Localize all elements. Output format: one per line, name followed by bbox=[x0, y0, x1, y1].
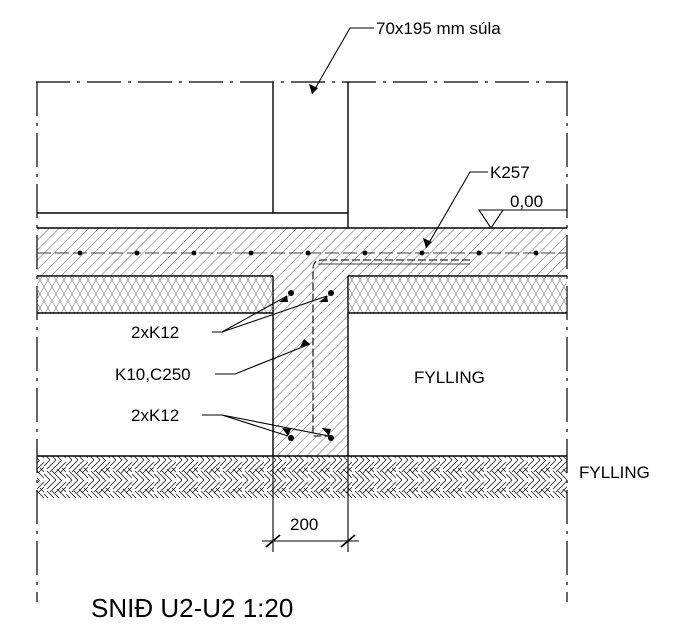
level-label: 0,00 bbox=[510, 192, 543, 211]
ground-hatching bbox=[37, 455, 567, 498]
fill-ground-label: FYLLING bbox=[579, 463, 650, 482]
mesh-reinforcement bbox=[37, 250, 567, 256]
insulation-layer bbox=[37, 276, 567, 314]
wall-post bbox=[272, 82, 349, 228]
section-title: SNIÐ U2-U2 1:20 bbox=[91, 593, 293, 623]
dimension-200 bbox=[262, 456, 359, 552]
concrete-slab bbox=[37, 228, 567, 456]
bottom-bars-label: 2xK12 bbox=[131, 406, 179, 425]
post-label: 70x195 mm súla bbox=[376, 19, 501, 38]
leader-lines bbox=[202, 27, 488, 437]
leader-arrowheads bbox=[279, 84, 432, 436]
beam-rebar bbox=[288, 290, 334, 441]
top-bars-label: 2xK12 bbox=[131, 323, 179, 342]
level-marker bbox=[477, 209, 567, 229]
section-border bbox=[36, 81, 568, 602]
stirrup-bar bbox=[312, 259, 470, 437]
stirrups-label: K10,C250 bbox=[115, 365, 191, 384]
fill-right-label: FYLLING bbox=[414, 368, 485, 387]
mesh-label: K257 bbox=[490, 163, 530, 182]
dimension-label: 200 bbox=[290, 515, 318, 534]
